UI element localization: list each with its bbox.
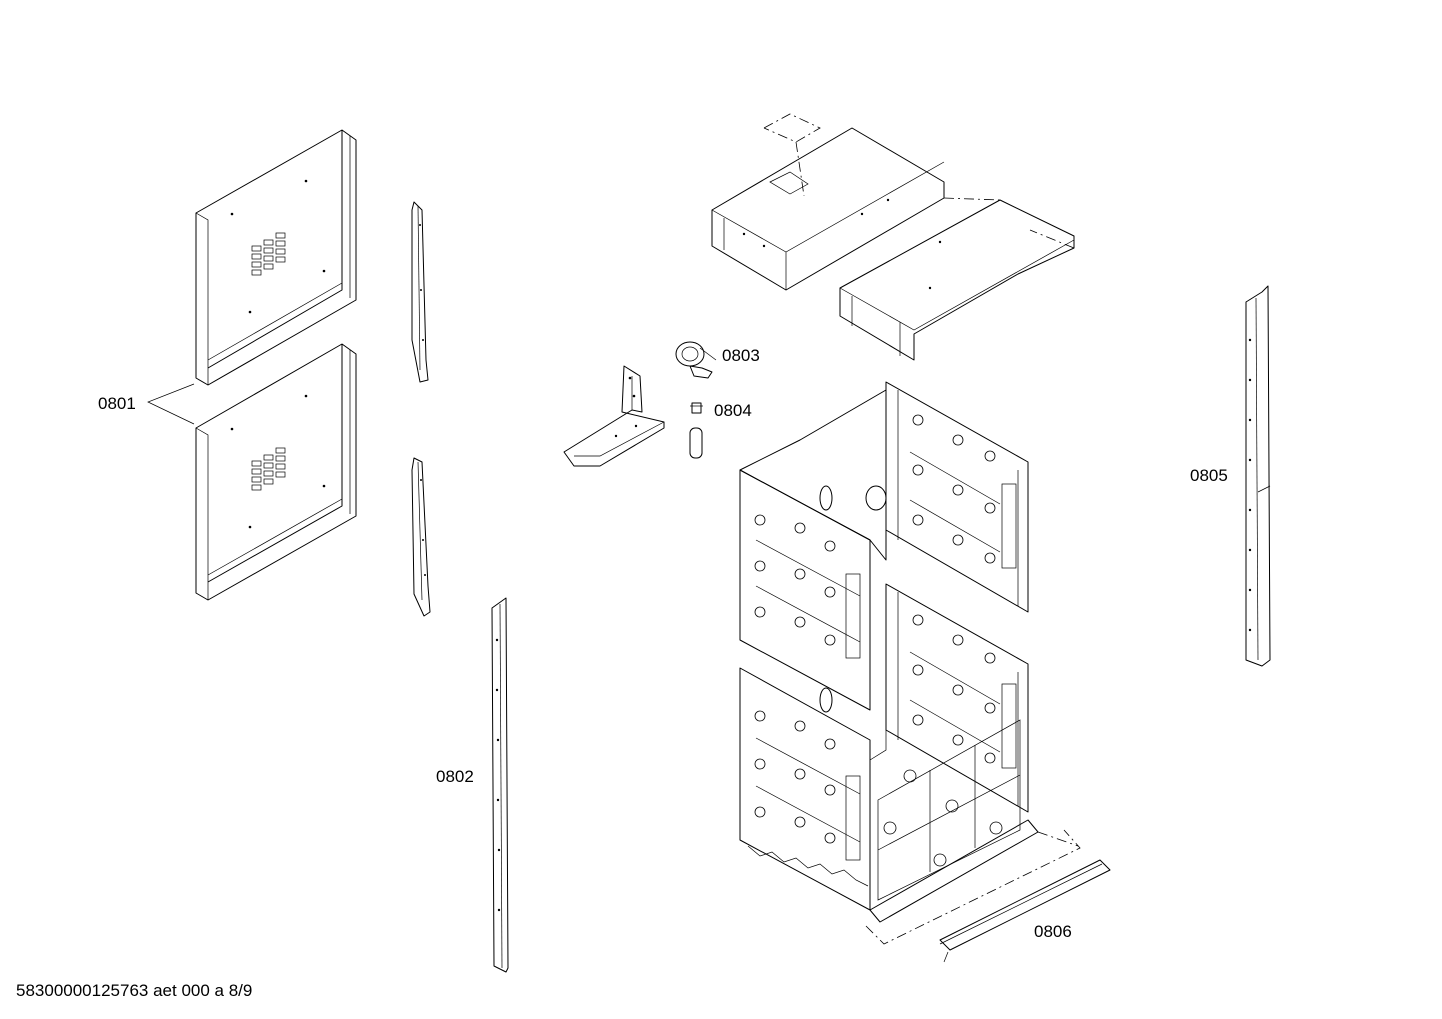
label-0801: 0801	[98, 394, 136, 413]
drawing-reference-number: 58300000125763 aet 000 a 8/9	[16, 981, 253, 1000]
side-panel-upper	[195, 129, 357, 386]
sensor-0804	[689, 402, 703, 459]
bracket-lower	[411, 457, 431, 617]
top-housing	[711, 113, 945, 291]
bracket-upper	[411, 201, 429, 383]
leader-0801	[147, 383, 195, 425]
label-0802: 0802	[436, 767, 474, 786]
rail-0802	[491, 597, 509, 973]
vent-grille-lower	[251, 447, 286, 491]
label-0805: 0805	[1190, 466, 1228, 485]
top-duct	[839, 197, 1075, 361]
vent-grille-upper	[251, 232, 286, 276]
label-0803: 0803	[722, 346, 760, 365]
oven-frame	[739, 381, 1039, 923]
side-panel-lower	[195, 343, 357, 601]
rail-0805	[1245, 285, 1271, 667]
fan-motor-0803	[675, 341, 717, 379]
label-0804: 0804	[714, 401, 752, 420]
front-strip-0806	[865, 829, 1111, 963]
mounting-bracket	[563, 365, 665, 467]
label-0806: 0806	[1034, 922, 1072, 941]
